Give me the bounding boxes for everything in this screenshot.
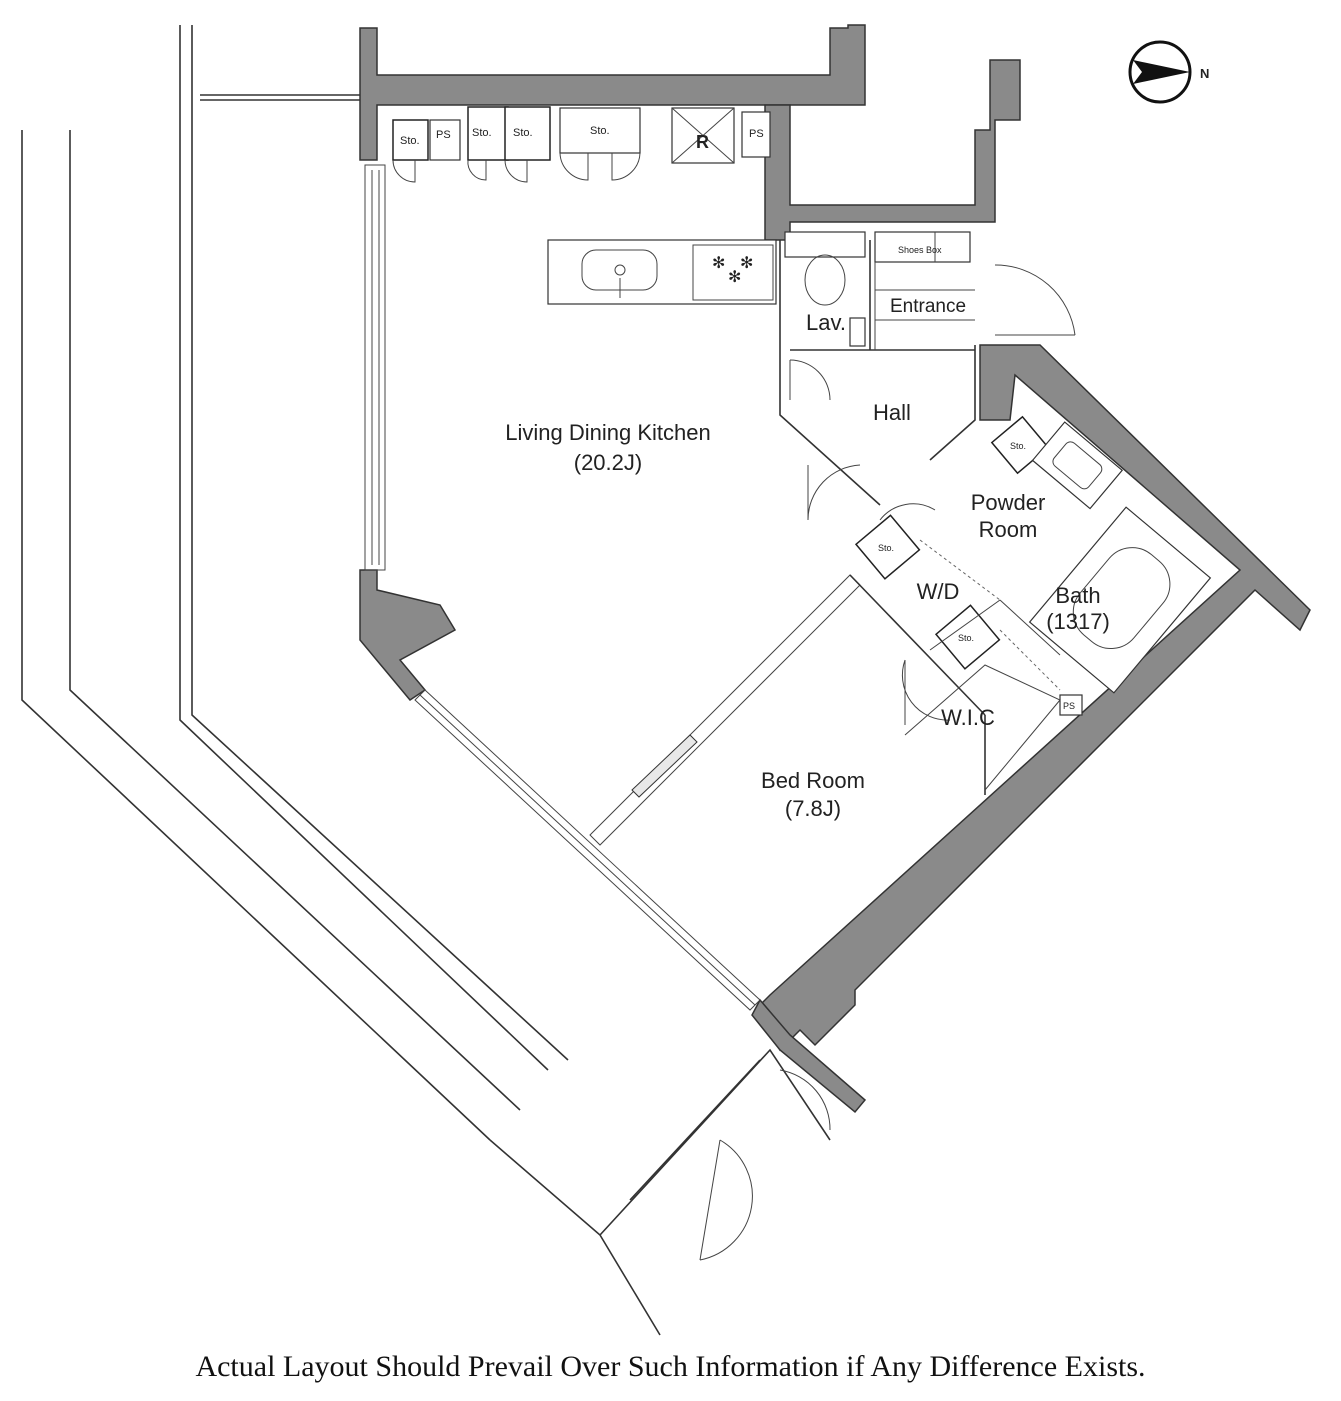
ps-label: PS	[1063, 701, 1075, 711]
room-labels: Living Dining Kitchen (20.2J) Bed Room (…	[505, 296, 1110, 821]
sw-window	[414, 689, 761, 1011]
compass: N	[1128, 40, 1209, 104]
bath-name: Bath	[1055, 583, 1100, 608]
hall-walls	[779, 240, 976, 506]
walls	[359, 24, 1311, 1114]
compass-north: N	[1200, 66, 1209, 81]
svg-text:✻: ✻	[740, 255, 753, 272]
powder-line2: Room	[979, 517, 1038, 542]
wd-label: W/D	[917, 579, 960, 604]
svg-text:✻: ✻	[728, 269, 741, 286]
hall-label: Hall	[873, 400, 911, 425]
north-arrow-icon	[1133, 60, 1190, 84]
ldk-name: Living Dining Kitchen	[505, 420, 710, 445]
balcony-outline	[21, 25, 831, 1336]
lav-label: Lav.	[806, 310, 846, 335]
partition-ldk-bed	[589, 574, 986, 846]
bed-name: Bed Room	[761, 768, 865, 793]
kitchen-island: ✻ ✻ ✻	[547, 239, 777, 305]
sto-label: Sto.	[1010, 441, 1026, 451]
entrance-label: Entrance	[890, 296, 966, 317]
sto-label: Sto.	[400, 135, 420, 147]
bed-area: (7.8J)	[785, 796, 841, 821]
sto-label: Sto.	[472, 127, 492, 139]
sto-label: Sto.	[878, 543, 894, 553]
ps-label: PS	[749, 128, 764, 140]
wic-label: W.I.C	[941, 705, 995, 730]
lav-entrance-fixtures: Shoes Box	[784, 231, 975, 350]
floor-plan: ✻ ✻ ✻ Sto. PS Sto. Sto. Sto. R PS Shoes …	[21, 24, 1311, 1336]
ldk-west-window	[364, 164, 386, 571]
ldk-area: (20.2J)	[574, 450, 642, 475]
svg-text:✻: ✻	[712, 255, 725, 272]
doors	[699, 264, 1076, 1261]
ps-label: PS	[436, 129, 451, 141]
wet-area-fixtures: Sto. Sto. Sto. PS	[854, 415, 1212, 791]
bath-size: (1317)	[1046, 609, 1110, 634]
shoes-box-label: Shoes Box	[898, 245, 942, 255]
disclaimer-text: Actual Layout Should Prevail Over Such I…	[195, 1350, 1146, 1383]
storage-units: Sto. PS Sto. Sto. Sto. R PS	[392, 106, 771, 183]
sto-label: Sto.	[590, 125, 610, 137]
sto-label: Sto.	[513, 127, 533, 139]
powder-line1: Powder	[971, 490, 1046, 515]
refrigerator-label: R	[696, 132, 709, 152]
sto-label: Sto.	[958, 633, 974, 643]
